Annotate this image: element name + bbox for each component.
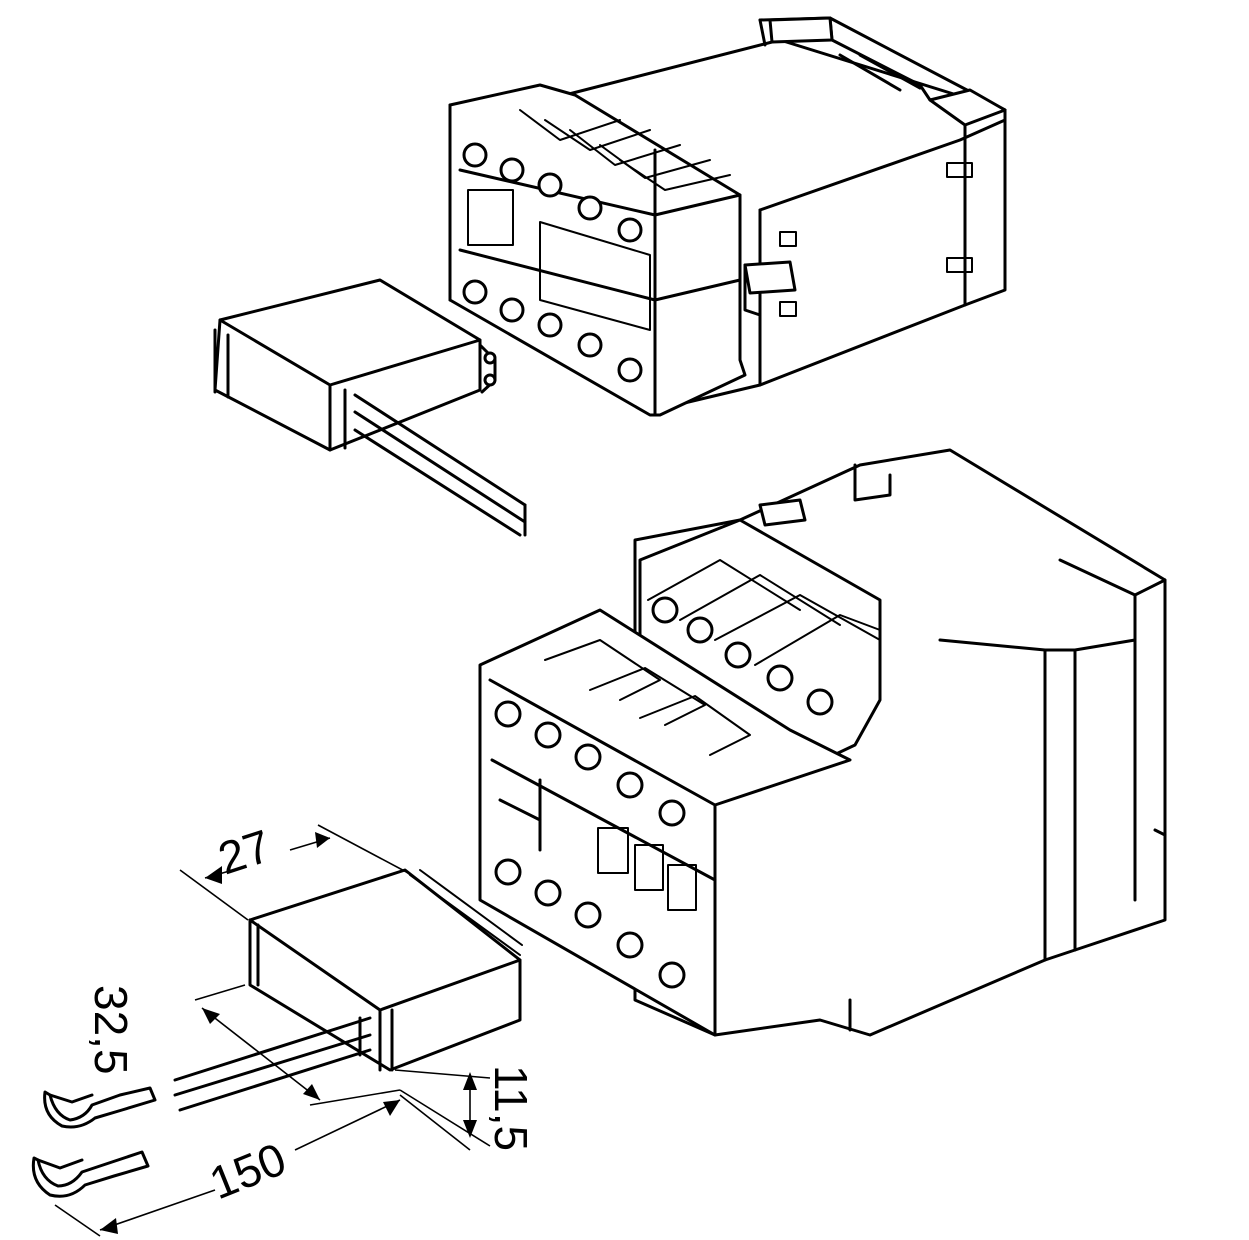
top-contactor: [448, 16, 1007, 417]
bottom-suppressor-module: [173, 868, 523, 1112]
dimension-32-5: 32,5: [85, 984, 401, 1106]
dimension-11-5: 11,5: [394, 1065, 537, 1151]
bottom-contactor: [478, 448, 1167, 1037]
dim-150-label: 150: [202, 1132, 293, 1209]
top-suppressor-module: [213, 278, 527, 537]
fork-terminal-upper: [43, 1086, 157, 1129]
dim-11-5-label: 11,5: [485, 1065, 537, 1151]
dimension-150: 150: [54, 1094, 471, 1237]
fork-terminal-lower: [31, 1150, 150, 1198]
dim-32-5-label: 32,5: [85, 985, 137, 1075]
